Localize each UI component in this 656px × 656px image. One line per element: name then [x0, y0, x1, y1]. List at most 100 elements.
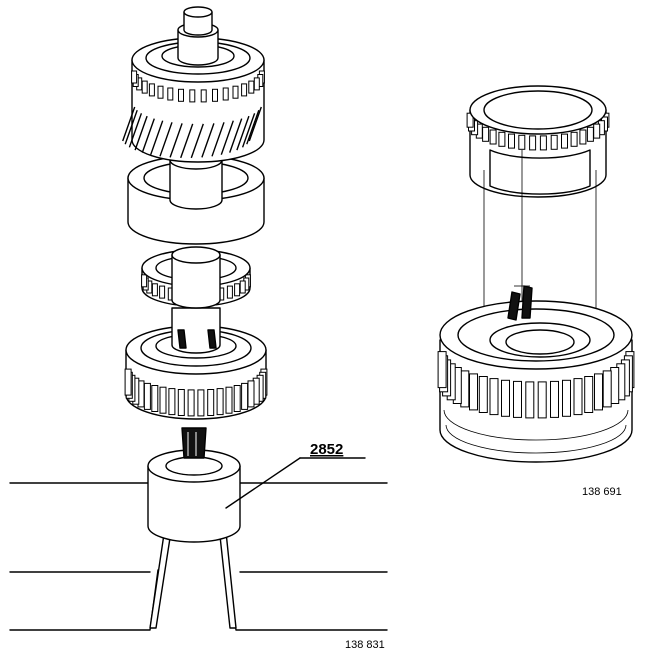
gear-tooth: [239, 280, 246, 294]
gear-tooth: [216, 388, 224, 416]
gear-tooth: [197, 389, 205, 417]
hub-tooth: [594, 373, 603, 411]
bench-base-right: [227, 569, 388, 631]
helical-tooth: [169, 123, 183, 158]
hub-tooth: [489, 378, 499, 416]
figure-ref-left: 138 831: [345, 639, 385, 651]
ring-tooth: [579, 129, 587, 145]
helical-tooth: [180, 123, 194, 159]
hub-tooth: [610, 367, 620, 404]
ring-tooth: [529, 135, 537, 151]
helical-tooth: [236, 115, 250, 151]
hub-tooth: [460, 370, 470, 408]
hub-tooth: [573, 378, 583, 416]
ring-tooth: [593, 123, 601, 139]
synchro-ring-right: [466, 85, 610, 198]
top-helical-teeth: [122, 106, 262, 159]
dog-tooth: [248, 80, 255, 94]
gear-tooth: [141, 274, 148, 288]
dog-tooth: [212, 88, 218, 102]
hub-tooth: [478, 376, 488, 413]
gear-tooth: [151, 385, 159, 412]
helical-tooth: [241, 113, 256, 148]
dog-tooth: [222, 87, 229, 101]
gear-tooth: [233, 385, 241, 412]
lower-hub-teeth: [124, 368, 268, 417]
ring-tooth: [586, 126, 594, 142]
helical-tooth: [190, 123, 204, 159]
hub-tooth: [584, 376, 594, 413]
tool-2852-sleeve: [147, 427, 241, 543]
ring-tooth: [508, 133, 515, 149]
gear-tooth: [207, 389, 215, 416]
gear-cluster-top: [122, 6, 265, 163]
helical-tooth: [134, 115, 148, 151]
gear-tooth: [226, 285, 233, 299]
hub-tooth: [437, 351, 447, 389]
right-ring-teeth: [466, 112, 610, 151]
dog-tooth: [157, 85, 164, 99]
gear-tooth: [159, 386, 167, 414]
dog-tooth: [189, 89, 196, 103]
gear-tooth: [151, 283, 158, 297]
helical-tooth: [248, 106, 262, 142]
hub-tooth: [550, 380, 559, 418]
hub-tooth: [469, 373, 478, 411]
ring-tooth: [489, 129, 497, 145]
support-stand: [149, 531, 237, 629]
ring-tooth: [570, 131, 578, 147]
hub-tooth: [562, 379, 571, 417]
dog-tooth: [131, 70, 138, 84]
gear-tooth: [247, 380, 255, 408]
gear-tooth: [177, 389, 185, 416]
helical-tooth: [128, 113, 143, 148]
helical-tooth: [220, 120, 234, 155]
helical-tooth: [201, 123, 215, 158]
ring-tooth: [482, 126, 490, 142]
helical-tooth: [141, 118, 155, 153]
hub-tooth: [537, 381, 547, 419]
dog-tooth: [141, 80, 148, 94]
gear-tooth: [168, 388, 176, 416]
dog-tooth: [148, 83, 155, 97]
callout-leader: [225, 457, 301, 509]
synchro-ring-left: [141, 246, 251, 309]
helical-gear-middle: [127, 150, 265, 245]
hub-tooth: [501, 379, 510, 417]
gear-tooth: [241, 382, 249, 410]
gear-tooth: [187, 389, 195, 417]
tool-callout: 2852: [225, 441, 366, 509]
ring-tooth: [561, 133, 568, 149]
gear-tooth: [234, 283, 241, 297]
dog-tooth: [232, 85, 239, 99]
bench-base-left: [9, 569, 159, 631]
helical-tooth: [229, 118, 243, 153]
dog-tooth: [241, 83, 248, 97]
helical-tooth: [150, 120, 164, 155]
dog-tooth: [178, 88, 184, 102]
figure-ref-right: 138 691: [582, 486, 622, 498]
right-hub-teeth: [437, 351, 635, 419]
gear-tooth: [124, 368, 132, 396]
tool-number-label: 2852: [310, 441, 343, 458]
hub-tooth: [602, 370, 612, 408]
top-dog-teeth: [131, 70, 265, 103]
dog-tooth: [167, 87, 174, 101]
ring-tooth: [498, 131, 506, 147]
helical-tooth: [124, 109, 138, 145]
ring-tooth: [539, 135, 547, 151]
helical-tooth: [211, 122, 225, 157]
dog-tooth: [253, 77, 260, 91]
helical-tooth: [159, 122, 173, 157]
gear-tooth: [143, 382, 151, 410]
ring-tooth: [518, 134, 526, 150]
synchro-hub-right: [437, 285, 635, 463]
ring-tooth: [550, 134, 558, 150]
workbench: [9, 482, 388, 631]
hub-tooth: [513, 380, 522, 418]
helical-tooth: [122, 106, 136, 142]
gear-tooth: [225, 386, 233, 414]
dog-tooth: [200, 89, 207, 103]
